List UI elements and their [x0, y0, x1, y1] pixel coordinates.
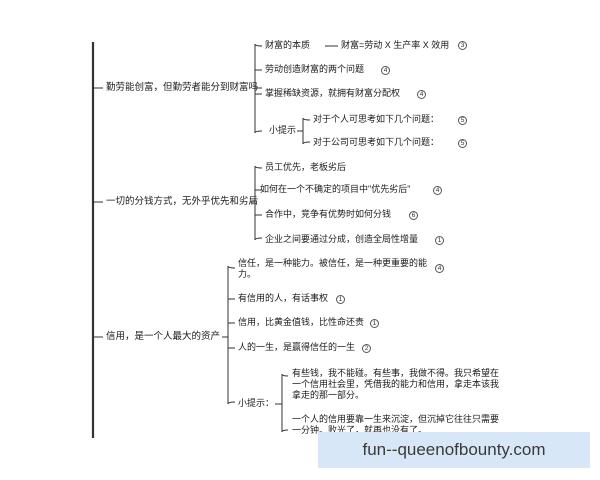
- badge-enterprise-share: 1: [435, 236, 444, 245]
- category-money-split: 一切的分钱方式，无外乎优先和劣后: [106, 196, 259, 207]
- watermark-banner-text: fun--queenofbounty.com: [362, 440, 546, 459]
- badge-wealth-formula: 3: [458, 41, 467, 50]
- badge-labor-problems: 4: [381, 66, 390, 75]
- badge-tips-personal: 5: [458, 116, 467, 125]
- badge-tips-company: 5: [458, 139, 467, 148]
- node-credit-voice: 有信用的人，有话事权: [238, 293, 329, 303]
- node-cooperation-split: 合作中，竞争有优势时如何分钱: [265, 209, 392, 219]
- node-labor-problems: 劳动创造财富的两个问题: [265, 64, 365, 74]
- node-uncertain-project: 如何在一个不确定的项目中"优先劣后": [260, 184, 411, 194]
- badge-uncertain-project: 4: [433, 186, 442, 195]
- badge-cooperation-split: 6: [409, 211, 418, 220]
- badge-scarce-resources: 4: [417, 90, 426, 99]
- badge-credit-gold: 1: [370, 319, 379, 328]
- node-wealth-essence: 财富的本质: [265, 40, 311, 50]
- node-tips-personal: 对于个人可思考如下几个问题：: [313, 114, 440, 124]
- node-tips-3: 小提示：: [238, 398, 275, 408]
- watermark-banner: fun--queenofbounty.com: [318, 432, 590, 468]
- tip-money-credit: 有些钱，我不能碰。有些事，我做不得。我只希望在一个信用社会里，凭借我的能力和信用…: [292, 368, 500, 400]
- node-trust-ability: 信任，是一种能力。被信任，是一种更重要的能力。: [238, 258, 428, 279]
- node-tips-1: 小提示: [269, 125, 297, 135]
- badge-credit-voice: 1: [336, 295, 345, 304]
- category-credit: 信用，是一个人最大的资产: [106, 331, 221, 342]
- tip-credit-lifetime: 一个人的信用要靠一生来沉淀，但沉掉它往往只需要一分钟。败光了，就再也没有了。: [292, 414, 500, 435]
- category-wealth-creation: 勤劳能创富，但勤劳者能分到财富吗: [106, 82, 259, 93]
- node-life-trust: 人的一生，是赢得信任的一生: [238, 342, 356, 352]
- badge-trust-ability: 4: [435, 264, 444, 273]
- node-scarce-resources: 掌握稀缺资源，就拥有财富分配权: [265, 88, 401, 98]
- node-employee-first: 员工优先，老板劣后: [265, 162, 347, 172]
- node-tips-company: 对于公司可思考如下几个问题：: [313, 137, 440, 147]
- node-enterprise-share: 企业之间要通过分成，创造全局性增量: [265, 234, 419, 244]
- node-wealth-formula: 财富=劳动 X 生产率 X 效用: [341, 40, 450, 50]
- badge-life-trust: 2: [362, 344, 371, 353]
- node-credit-gold: 信用，比黄金值钱，比性命还贵: [238, 317, 365, 327]
